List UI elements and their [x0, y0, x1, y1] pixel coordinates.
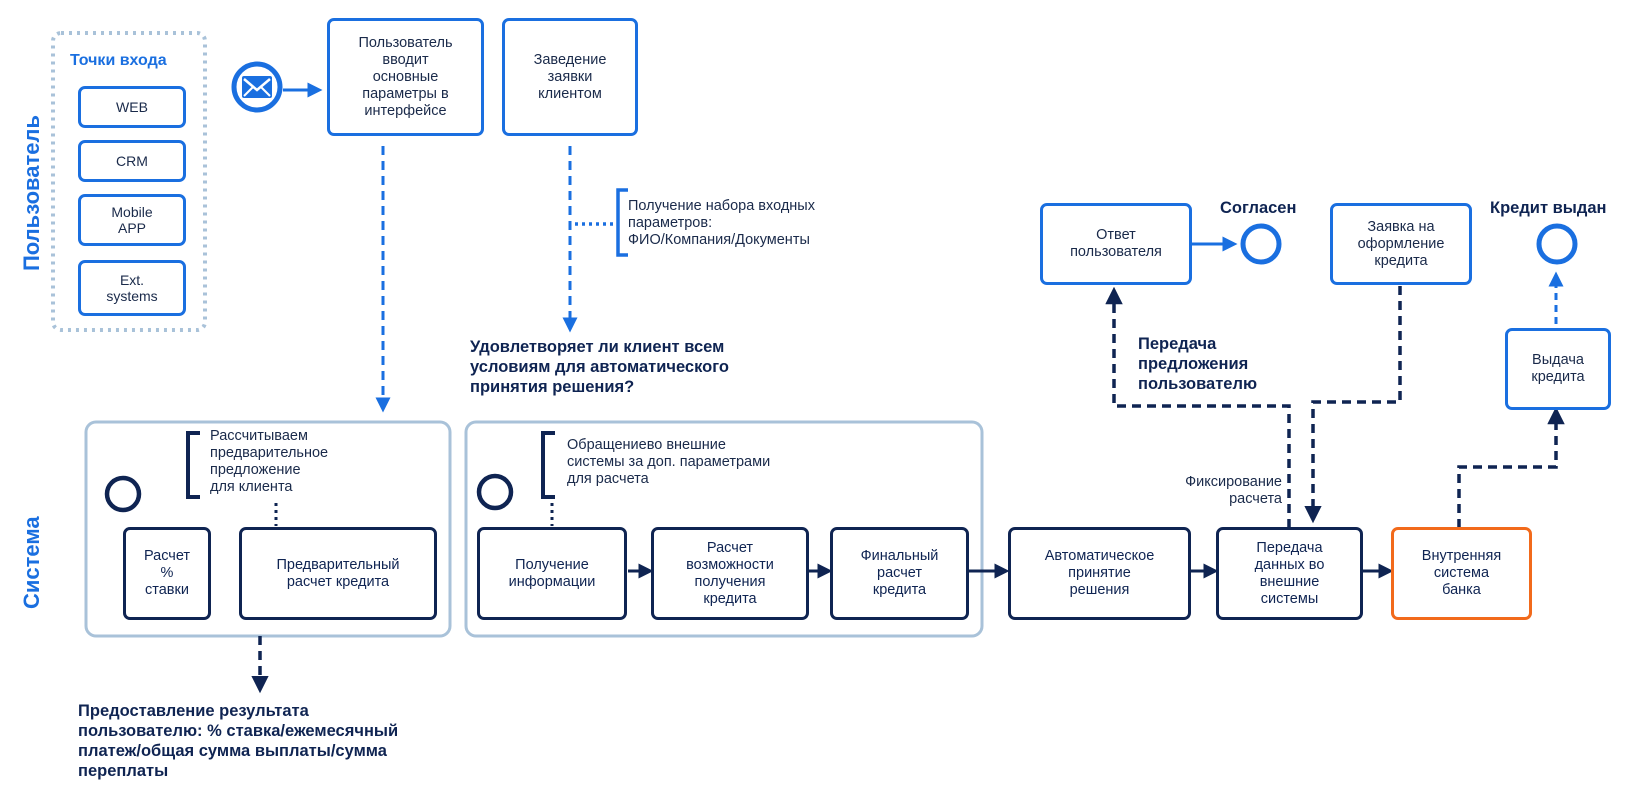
arrow-bank-to-issue — [1457, 406, 1565, 528]
main-calc-group — [464, 420, 984, 638]
final-calc-box: Финальный расчет кредита — [830, 527, 969, 620]
main-calc-start-event — [476, 473, 514, 511]
arrow-transfer-to-response — [1105, 286, 1291, 528]
annotation-calc-offer: Рассчитываем предварительное предложение… — [210, 428, 329, 495]
annotation-bracket-input-set — [616, 188, 628, 257]
arrow-request-to-transfer — [1304, 286, 1402, 524]
entry-points-group — [51, 31, 207, 332]
auto-decision-question: Удовлетворяет ли клиент всем условиям дл… — [470, 338, 729, 396]
annotation-input-set: Получение набора входных параметров: ФИО… — [628, 198, 815, 248]
entry-ext-systems: Ext. systems — [78, 260, 186, 316]
possibility-calc-box: Расчет возможности получения кредита — [651, 527, 809, 620]
lane-label-user: Пользователь — [19, 114, 44, 271]
result-note: Предоставление результата пользователю: … — [78, 702, 399, 780]
annotation-external-call: Обращениево внешние системы за доп. пара… — [567, 437, 771, 487]
agreed-event-label: Согласен — [1220, 199, 1297, 217]
credit-issued-event-label: Кредит выдан — [1490, 199, 1607, 217]
pre-calc-box: Предварительный расчет кредита — [239, 527, 437, 620]
entry-crm: CRM — [78, 140, 186, 182]
entry-points-title: Точки входа — [70, 52, 167, 69]
user-response-box: Ответ пользователя — [1040, 203, 1192, 285]
envelope-icon — [242, 76, 272, 98]
credit-issue-box: Выдача кредита — [1505, 328, 1611, 410]
entry-mobile-app: Mobile APP — [78, 194, 186, 246]
auto-decision-box: Автоматическое принятие решения — [1008, 527, 1191, 620]
annotation-bracket-calc-offer — [186, 431, 200, 499]
bank-system-box: Внутренняя система банка — [1391, 527, 1532, 620]
create-request-box: Заведение заявки клиентом — [502, 18, 638, 136]
agreed-end-event — [1240, 223, 1282, 265]
annotation-bracket-external — [541, 431, 555, 499]
pre-calc-group — [84, 420, 452, 638]
get-info-box: Получение информации — [477, 527, 627, 620]
annotation-fix-calc: Фиксирование расчета — [1185, 474, 1282, 507]
pre-calc-start-event — [104, 475, 142, 513]
rate-calc-box: Расчет % ставки — [123, 527, 211, 620]
transfer-data-box: Передача данных во внешние системы — [1216, 527, 1363, 620]
transfer-offer-note: Передача предложения пользователю — [1138, 335, 1258, 393]
credit-request-box: Заявка на оформление кредита — [1330, 203, 1472, 285]
lane-label-system: Система — [19, 516, 44, 609]
input-params-box: Пользователь вводит основные параметры в… — [327, 18, 484, 136]
entry-web: WEB — [78, 86, 186, 128]
credit-issued-end-event — [1536, 223, 1578, 265]
